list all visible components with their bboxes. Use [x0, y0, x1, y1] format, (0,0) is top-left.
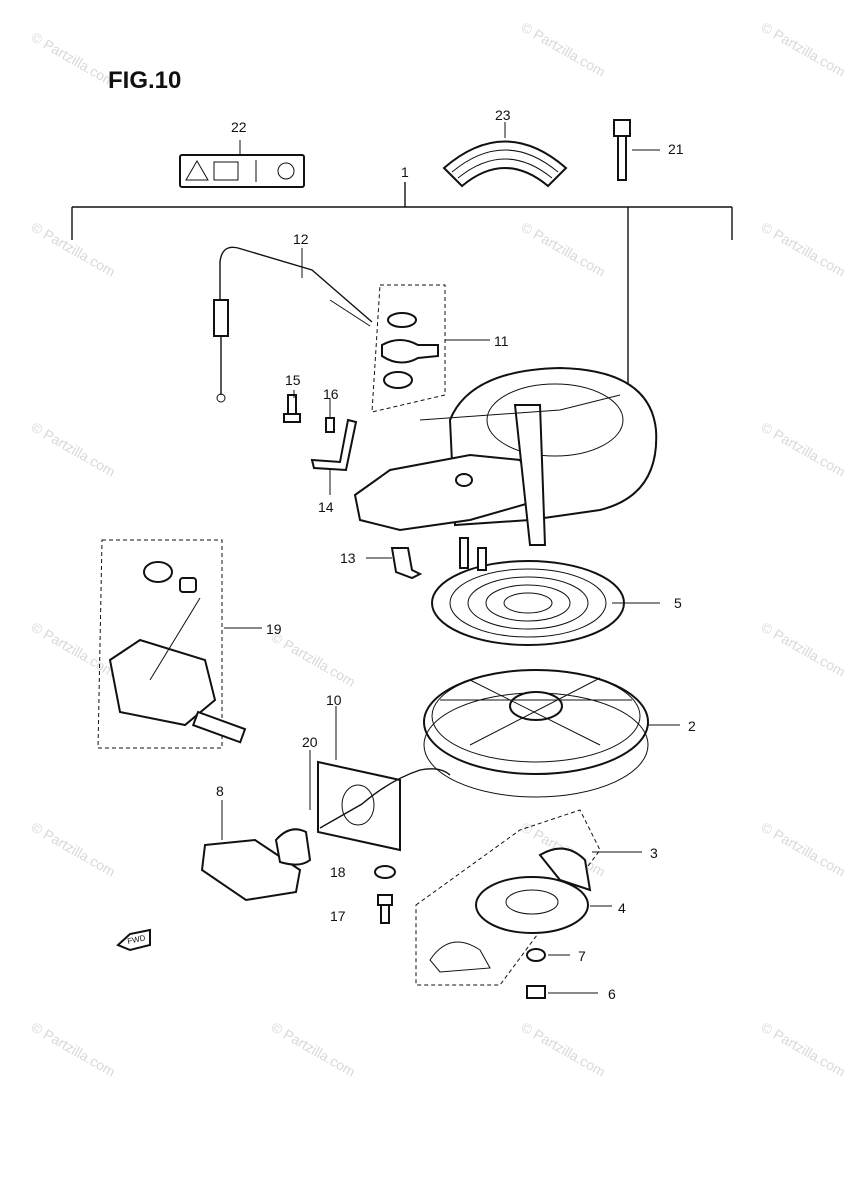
pin-part [325, 417, 335, 433]
washer-part [374, 865, 396, 879]
figure-title: FIG.10 [108, 67, 181, 94]
watermark: © Partzilla.com [759, 819, 846, 880]
callout-21: 21 [668, 141, 684, 157]
callout-11: 11 [494, 333, 509, 349]
bolt-bottom-part [526, 985, 598, 999]
watermark: © Partzilla.com [759, 1019, 846, 1080]
watermark: © Partzilla.com [29, 619, 119, 680]
fwd-label: FWD [127, 933, 147, 946]
watermark: © Partzilla.com [29, 1019, 119, 1080]
callout-20: 20 [302, 734, 318, 750]
callout-7: 7 [578, 948, 586, 964]
starter-rope [319, 768, 451, 829]
watermark: © Partzilla.com [269, 1019, 359, 1080]
watermark: © Partzilla.com [759, 419, 846, 480]
callout-15: 15 [285, 372, 301, 388]
callout-3: 3 [650, 845, 658, 861]
watermark: © Partzilla.com [519, 19, 609, 80]
handle-assembly-kit-part [97, 539, 262, 749]
cable-kit-part [371, 284, 490, 413]
callout-1: 1 [401, 164, 409, 180]
watermark: © Partzilla.com [29, 419, 119, 480]
leader-lines [293, 390, 680, 726]
watermark: © Partzilla.com [269, 629, 359, 690]
starter-housing [353, 366, 658, 546]
rope-guide-part [309, 706, 401, 852]
callout-5: 5 [674, 595, 682, 611]
callout-12: 12 [293, 231, 309, 247]
warning-label-part [179, 140, 305, 188]
assembly-bracket [71, 182, 733, 395]
watermark: © Partzilla.com [519, 1019, 609, 1080]
watermark: © Partzilla.com [29, 819, 119, 880]
nut-part [526, 948, 570, 962]
watermark-layer: © Partzilla.com © Partzilla.com © Partzi… [29, 19, 846, 1080]
reel-part [423, 669, 649, 798]
callout-18: 18 [330, 864, 346, 880]
callout-23: 23 [495, 107, 511, 123]
callout-10: 10 [326, 692, 342, 708]
callout-8: 8 [216, 783, 224, 799]
lever-part [310, 418, 358, 472]
watermark: © Partzilla.com [759, 619, 846, 680]
starter-handle-part [200, 800, 312, 902]
callout-19: 19 [266, 621, 282, 637]
callout-14: 14 [318, 499, 334, 515]
ratchet-kit-part [415, 809, 642, 986]
decal-part [442, 122, 568, 188]
bolt-part [613, 119, 660, 181]
watermark: © Partzilla.com [759, 19, 846, 80]
callout-2: 2 [688, 718, 696, 734]
bolt-small-part [377, 894, 393, 924]
screw-part [283, 394, 301, 423]
callout-16: 16 [323, 386, 339, 402]
watermark: © Partzilla.com [759, 219, 846, 280]
watermark: © Partzilla.com [519, 219, 609, 280]
callout-4: 4 [618, 900, 626, 916]
spring-clip-part [390, 547, 423, 580]
watermark: © Partzilla.com [29, 219, 119, 280]
callout-labels: 1 2 3 4 5 6 7 8 10 11 12 13 14 15 16 17 … [216, 107, 696, 1002]
callout-6: 6 [608, 986, 616, 1002]
recoil-spring-part [431, 537, 625, 646]
callout-13: 13 [340, 550, 356, 566]
forward-direction-marker: FWD [116, 928, 151, 952]
callout-22: 22 [231, 119, 247, 135]
watermark: © Partzilla.com [29, 29, 119, 90]
starter-cable-part [213, 246, 373, 403]
callout-17: 17 [330, 908, 346, 924]
